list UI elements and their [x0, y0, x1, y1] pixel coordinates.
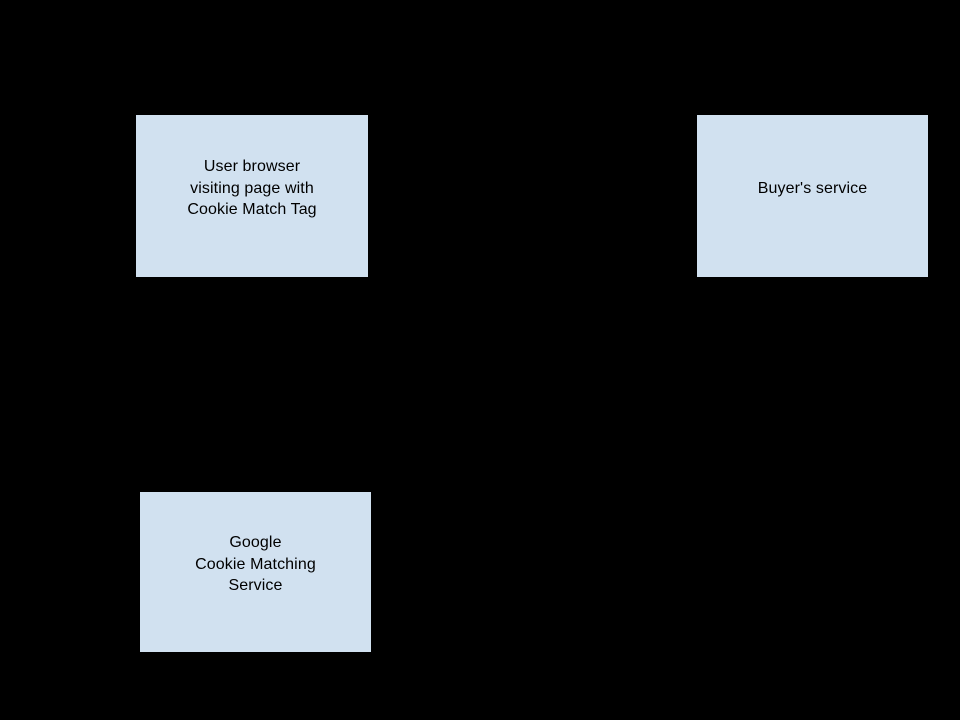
diagram-node-buyers-service[interactable]: Buyer's service [697, 115, 928, 277]
diagram-node-user-browser[interactable]: User browser visiting page with Cookie M… [136, 115, 368, 277]
diagram-node-user-browser-label: User browser visiting page with Cookie M… [187, 158, 317, 218]
diagram-node-google-cookie-matching-service-label: Google Cookie Matching Service [195, 534, 316, 594]
diagram-node-google-cookie-matching-service[interactable]: Google Cookie Matching Service [140, 492, 371, 652]
diagram-node-buyers-service-label: Buyer's service [757, 180, 868, 197]
